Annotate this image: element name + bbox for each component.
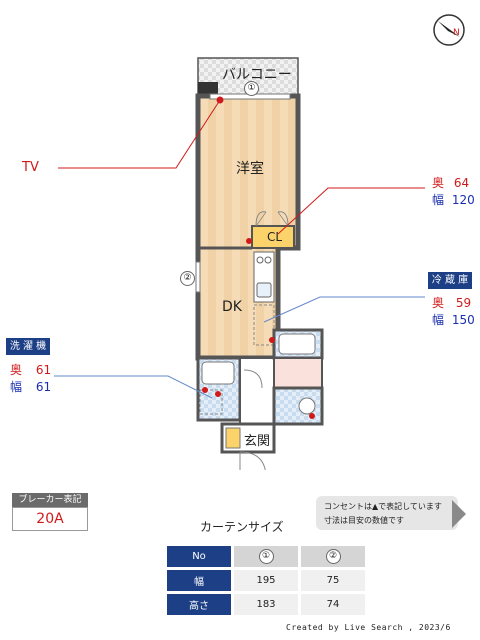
fridge-tag: 冷 蔵 庫	[428, 272, 472, 289]
fridge-depth-label: 奥	[432, 296, 445, 310]
balcony-window-number: ①	[244, 81, 259, 96]
closet-width-value: 120	[451, 193, 475, 207]
breaker-value: 20A	[12, 507, 88, 531]
curtain-header-2-number: ②	[325, 549, 341, 564]
curtain-row-label: 幅	[167, 570, 231, 591]
washer-width-row: 幅 61	[10, 379, 51, 395]
curtain-cell: 74	[301, 594, 365, 615]
washer-width-value: 61	[35, 380, 52, 394]
curtain-row-width: 幅 195 75	[167, 570, 365, 591]
curtain-header-row: No ① ②	[167, 546, 365, 567]
closet-width-row: 幅 120	[432, 192, 475, 208]
fridge-width-label: 幅	[432, 313, 445, 327]
curtain-row-height: 高さ 183 74	[167, 594, 365, 615]
fridge-depth-value: 59	[455, 296, 472, 310]
western-room-label: 洋室	[236, 161, 264, 177]
curtain-cell: 195	[234, 570, 298, 591]
breaker-title: ブレーカー表記	[12, 493, 88, 507]
footer-credit: Created by Live Search , 2023/6	[286, 623, 451, 632]
curtain-title: カーテンサイズ	[200, 520, 284, 534]
curtain-cell: 183	[234, 594, 298, 615]
curtain-cell: 75	[301, 570, 365, 591]
curtain-header-no: No	[167, 546, 231, 567]
washer-depth-label: 奥	[10, 363, 23, 377]
washer-depth-value: 61	[35, 363, 52, 377]
floor-plan	[54, 57, 425, 470]
note-line-1: コンセントは▲で表記しています	[324, 502, 442, 511]
washer-depth-row: 奥 61	[10, 362, 51, 378]
closet-depth-value: 64	[453, 176, 470, 190]
note-corner-icon	[452, 500, 466, 528]
svg-text:N: N	[453, 28, 460, 38]
tv-label: TV	[22, 160, 39, 175]
dk-label: DK	[222, 299, 242, 315]
entrance-label: 玄関	[244, 434, 271, 449]
curtain-row-label: 高さ	[167, 594, 231, 615]
note-line-2: 寸法は目安の数値です	[324, 516, 404, 525]
curtain-header-1-number: ①	[258, 549, 274, 564]
balcony-label: バルコニー	[222, 67, 292, 83]
closet-depth-label: 奥	[432, 176, 445, 190]
curtain-header-1: ①	[234, 546, 298, 567]
curtain-header-2: ②	[301, 546, 365, 567]
closet-width-label: 幅	[432, 193, 445, 207]
fridge-depth-row: 奥 59	[432, 295, 471, 311]
washer-tag: 洗 濯 機	[6, 338, 50, 355]
compass-icon: N	[433, 14, 465, 46]
side-window-number: ②	[180, 271, 195, 286]
closet-label: CL	[267, 230, 283, 244]
washer-width-label: 幅	[10, 380, 23, 394]
note-box: コンセントは▲で表記しています 寸法は目安の数値です	[316, 496, 458, 530]
fridge-width-row: 幅 150	[432, 312, 475, 328]
closet-depth-row: 奥 64	[432, 175, 469, 191]
fridge-width-value: 150	[451, 313, 475, 327]
curtain-table: No ① ② 幅 195 75 高さ 183 74	[164, 543, 368, 618]
